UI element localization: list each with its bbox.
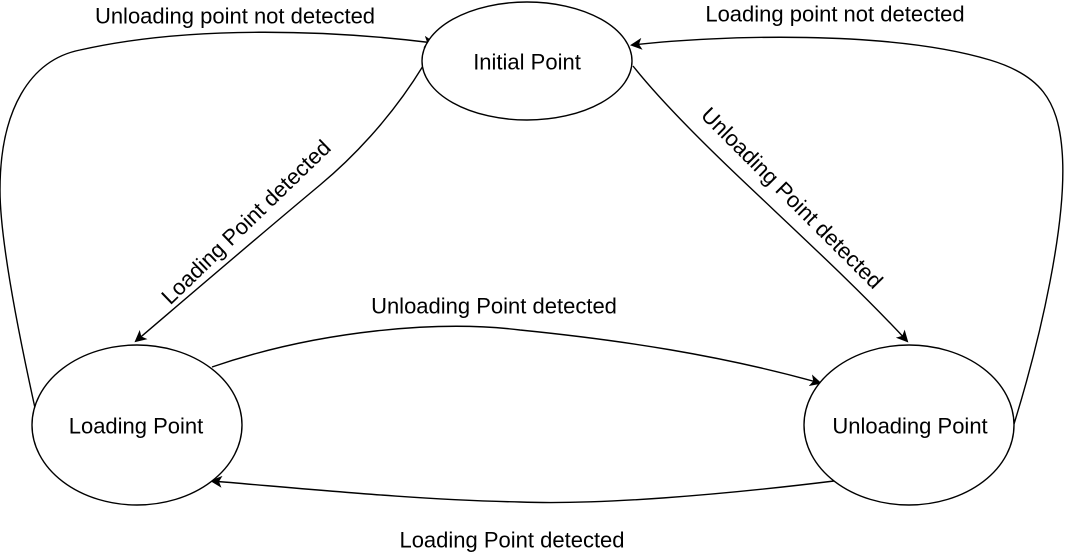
edge-label-initial-to-unloading: Unloading Point detected xyxy=(696,102,888,294)
edge-initial-to-unloading xyxy=(632,65,909,343)
edge-unloading-to-loading xyxy=(210,475,835,504)
edge-initial-to-loading xyxy=(134,65,424,343)
edge-label-unloading-to-loading: Loading Point detected xyxy=(399,528,624,552)
edge-loading-to-unloading xyxy=(211,325,822,387)
node-initial-ellipse xyxy=(421,1,633,121)
node-loading-point: Loading Point xyxy=(31,344,243,506)
node-unloading-point: Unloading Point xyxy=(803,344,1015,506)
node-loading-label: Loading Point xyxy=(69,414,204,439)
node-unloading-label: Unloading Point xyxy=(832,414,987,439)
node-initial-point: Initial Point xyxy=(421,1,633,121)
edge-label-initial-to-loading: Loading Point detected xyxy=(156,135,335,309)
node-loading-ellipse xyxy=(31,344,243,506)
edge-label-loading-to-initial: Loading point not detected xyxy=(705,2,964,27)
node-unloading-ellipse xyxy=(803,344,1015,506)
edge-label-loading-to-unloading: Unloading Point detected xyxy=(371,294,617,319)
edge-loading-to-initial xyxy=(630,36,1064,425)
node-initial-label: Initial Point xyxy=(473,50,581,75)
edge-label-unloading-to-initial: Unloading point not detected xyxy=(95,4,375,29)
edge-unloading-to-initial xyxy=(0,31,436,409)
